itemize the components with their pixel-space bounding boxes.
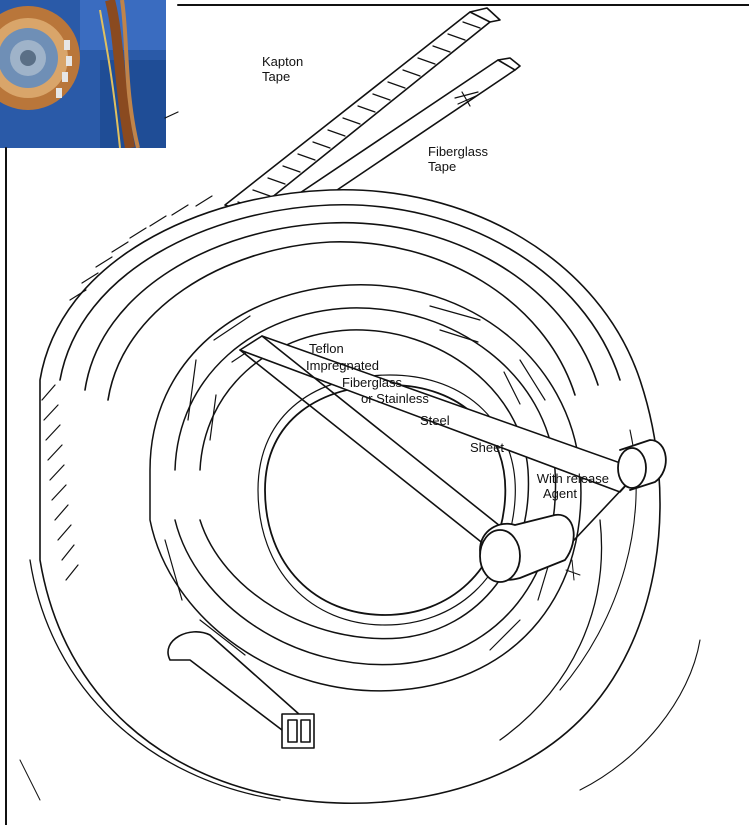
teflon-sheet-label-4: or Stainless — [361, 391, 429, 406]
kapton-label-line2: Tape — [262, 69, 303, 84]
kapton-tape-label: Kapton Tape — [262, 54, 303, 84]
teflon-sheet-label-2: Impregnated — [306, 358, 379, 373]
fiberglass-label-line2: Tape — [428, 159, 488, 174]
kapton-tape-strip — [225, 8, 500, 215]
teflon-sheet-label-6: Sheet — [470, 440, 504, 455]
teflon-label-line5: Steel — [420, 413, 450, 428]
fiberglass-label-line1: Fiberglass — [428, 144, 488, 159]
teflon-label-line1: Teflon — [309, 341, 344, 356]
teflon-sheet-label-3: Fiberglass — [342, 375, 402, 390]
release-agent-label: With release Agent — [509, 471, 609, 501]
teflon-label-line4: or Stainless — [361, 391, 429, 406]
fiberglass-tape-label: Fiberglass Tape — [428, 144, 488, 174]
kapton-label-line1: Kapton — [262, 54, 303, 69]
release-label-line2: Agent — [509, 486, 609, 501]
teflon-label-line2: Impregnated — [306, 358, 379, 373]
release-label-line1: With release — [509, 471, 609, 486]
teflon-label-line6: Sheet — [470, 440, 504, 455]
teflon-label-line3: Fiberglass — [342, 375, 402, 390]
teflon-sheet-label-5: Steel — [420, 413, 450, 428]
teflon-sheet-label-1: Teflon — [309, 341, 344, 356]
